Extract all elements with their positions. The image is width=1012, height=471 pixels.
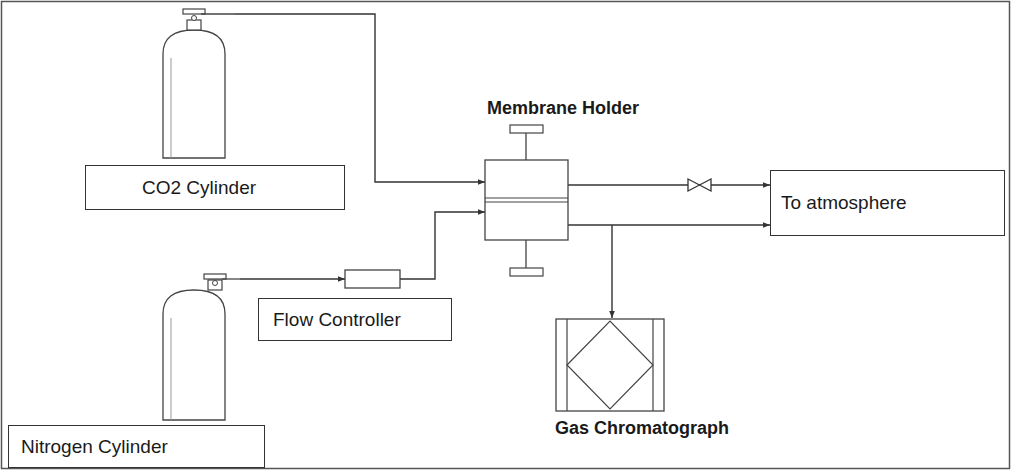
label-box: CO2 Cylinder xyxy=(85,165,345,210)
label-box: Nitrogen Cylinder xyxy=(8,425,265,468)
pipe-connector xyxy=(568,184,770,185)
label-box: To atmosphere xyxy=(770,170,1005,236)
pipe-connector xyxy=(400,212,485,279)
apparatus-node: Flow Controller xyxy=(258,265,452,341)
apparatus-node: To atmosphere xyxy=(770,170,1005,236)
pipe-connector xyxy=(240,278,345,279)
equipment-drawing xyxy=(485,98,568,278)
apparatus-node: Gas Chromatograph xyxy=(555,318,755,444)
heading-text: Membrane Holder xyxy=(487,98,639,119)
apparatus-node: CO2 Cylinder xyxy=(85,8,345,210)
heading-text: Gas Chromatograph xyxy=(555,418,729,439)
pipe-connector xyxy=(568,224,770,225)
apparatus-node: Membrane Holder xyxy=(485,98,568,278)
pipe-connector xyxy=(611,225,612,318)
valve-symbol xyxy=(688,179,711,191)
pipe-connector xyxy=(235,14,485,182)
label-box: Flow Controller xyxy=(258,298,452,341)
apparatus-node: Nitrogen Cylinder xyxy=(8,262,265,468)
